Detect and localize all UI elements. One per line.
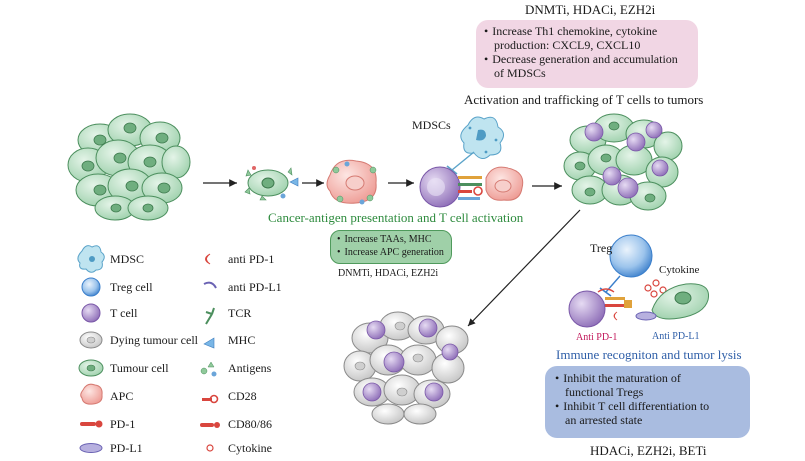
mdsc-inhibit-line [451,151,475,171]
legend-dying-cell-icon [79,331,103,349]
apc-icon [326,159,377,205]
legend-tcell-icon [81,303,101,323]
pink-effects-box: Increase Th1 chemokine, cytokine product… [476,20,698,88]
arrow-to-lysis [467,209,581,327]
activation-title: Activation and trafficking of T cells to… [464,92,704,107]
anti-pd1-label: Anti PD-1 [576,332,618,343]
legend-mdsc-icon [77,245,105,273]
anti-pdl1-label: Anti PD-L1 [652,331,700,342]
tumour-cell-antigen-icon [244,166,299,201]
legend-label-cytokine: Cytokine [228,441,272,455]
bottom-treatment-label: HDACi, EZH2i, BETi [590,443,707,458]
legend-pdl1-icon [79,443,103,453]
legend-label-apc: APC [110,389,134,403]
tcell-apc-synapse-icon [419,166,524,208]
legend-label-mdsc: MDSC [110,252,145,266]
blue-bullet-2: Inhibit T cell differentiation to [555,399,740,413]
dying-tumour-cluster-icon [343,311,469,425]
legend-label-mhc: MHC [228,333,256,347]
cytokine-label: Cytokine [659,264,700,276]
legend-pd1-icon [80,420,103,428]
legend-treg-icon [81,277,101,297]
legend-cd28-icon [202,394,219,404]
pink-bullet-1: Increase Th1 chemokine, cytokine [484,24,690,38]
treg-label: Treg [590,241,613,255]
legend-antigens-icon [200,361,217,377]
legend-label-anti-pd1: anti PD-1 [228,252,275,266]
legend-label-dying: Dying tumour cell [110,333,198,347]
top-treatment-label: DNMTi, HDACi, EZH2i [525,2,656,17]
cancer-antigen-title: Cancer-antigen presentation and T cell a… [268,210,524,225]
green-bullet-1: Increase TAAs, MHC [337,233,445,246]
legend-label-tcell: T cell [110,306,138,320]
legend-label-treg: Treg cell [110,280,153,294]
legend-mhc-icon [203,337,215,349]
tumour-cluster-icon [67,113,191,221]
legend [77,245,220,453]
legend-tcr-icon [205,307,215,325]
legend-label-tcr: TCR [228,306,252,320]
legend-tumour-cell-icon [78,359,104,377]
immune-title: Immune recogniton and tumor lysis [556,347,742,362]
mdscs-label: MDSCs [412,118,451,132]
tumour-tcell-cluster-icon [563,113,683,211]
legend-label-pd1: PD-1 [110,417,136,431]
treg-interaction-icon [568,234,710,328]
legend-label-cd28: CD28 [228,389,257,403]
mdsc-icon [460,116,504,159]
blue-bullet-1: Inhibit the maturation of [555,371,740,385]
legend-label-anti-pdl1: anti PD-L1 [228,280,282,294]
legend-cytokine-icon [206,444,214,452]
pink-bullet-2: Decrease generation and accumulation [484,52,690,66]
legend-label-tumour: Tumour cell [110,361,169,375]
legend-anti-pd1-icon [205,253,211,265]
legend-apc-icon [80,383,103,405]
legend-label-antigens: Antigens [228,361,272,375]
mid-treatment-label: DNMTi, HDACi, EZH2i [338,268,439,279]
blue-effects-box: Inhibit the maturation of functional Tre… [545,366,750,438]
green-effects-box: Increase TAAs, MHC Increase APC generati… [330,230,452,264]
legend-cd80-icon [200,422,220,428]
green-bullet-2: Increase APC generation [337,246,445,259]
legend-label-pdl1: PD-L1 [110,441,143,455]
legend-anti-pdl1-icon [203,281,217,289]
legend-label-cd80: CD80/86 [228,417,273,431]
